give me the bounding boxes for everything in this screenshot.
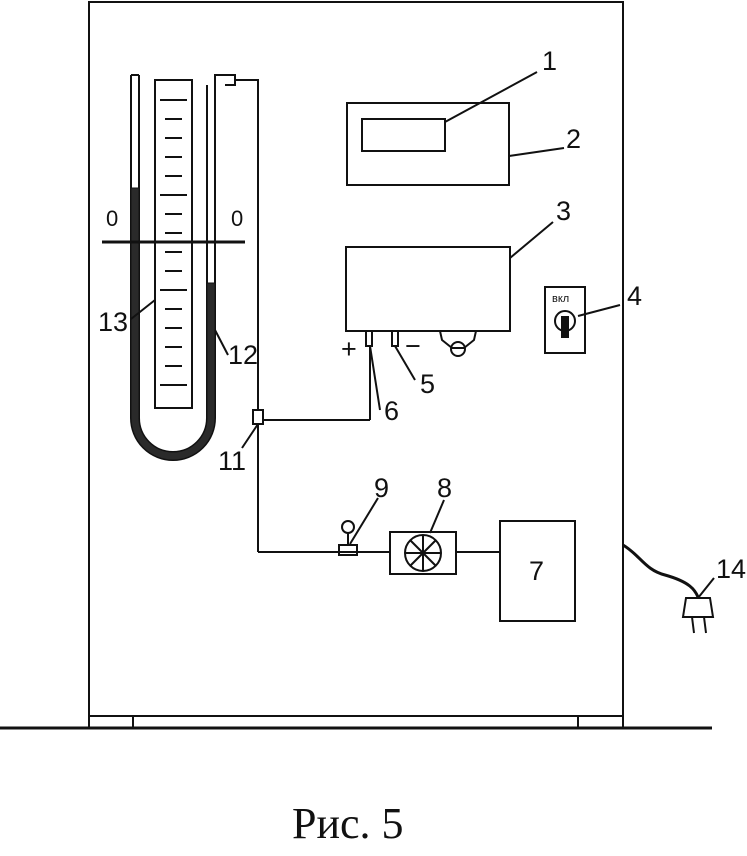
terminal-minus: − bbox=[405, 331, 421, 361]
callout-12: 12 bbox=[228, 340, 258, 370]
power-switch-4: вкл bbox=[544, 286, 586, 354]
switch-label: вкл bbox=[552, 293, 569, 305]
callout-8: 8 bbox=[437, 473, 452, 503]
display-1 bbox=[361, 118, 446, 152]
fan-8 bbox=[389, 531, 457, 575]
zero-label-right: 0 bbox=[231, 206, 243, 231]
u-tube-manometer: 0 0 bbox=[102, 74, 245, 461]
callout-7: 7 bbox=[529, 556, 544, 586]
callout-4: 4 bbox=[627, 281, 642, 311]
zero-label-left: 0 bbox=[106, 206, 118, 231]
block-3: + − bbox=[341, 246, 511, 364]
u-tube-outline bbox=[130, 74, 236, 461]
tee-fitting-11 bbox=[252, 346, 371, 552]
cabinet bbox=[88, 1, 624, 729]
pressure-line bbox=[235, 79, 259, 410]
leader-lines bbox=[130, 71, 715, 599]
callout-13: 13 bbox=[98, 307, 128, 337]
callout-9: 9 bbox=[374, 473, 389, 503]
callout-14: 14 bbox=[716, 554, 746, 584]
terminal-plus: + bbox=[341, 334, 357, 364]
scale-ticks bbox=[160, 99, 187, 386]
valve-9 bbox=[338, 520, 358, 556]
callout-5: 5 bbox=[420, 369, 435, 399]
power-cord-14 bbox=[622, 543, 715, 634]
manometer-liquid bbox=[130, 187, 216, 461]
callout-11: 11 bbox=[218, 446, 246, 476]
callout-2: 2 bbox=[566, 124, 581, 154]
callout-3: 3 bbox=[556, 196, 571, 226]
callout-6: 6 bbox=[384, 396, 399, 426]
block-2 bbox=[346, 102, 510, 186]
callout-labels: 1 2 3 4 5 6 7 8 9 11 12 13 14 bbox=[98, 46, 746, 586]
manometer-scale bbox=[154, 79, 193, 409]
block-7 bbox=[499, 520, 576, 622]
callout-1: 1 bbox=[542, 46, 557, 76]
figure-caption: Рис. 5 bbox=[292, 799, 404, 848]
